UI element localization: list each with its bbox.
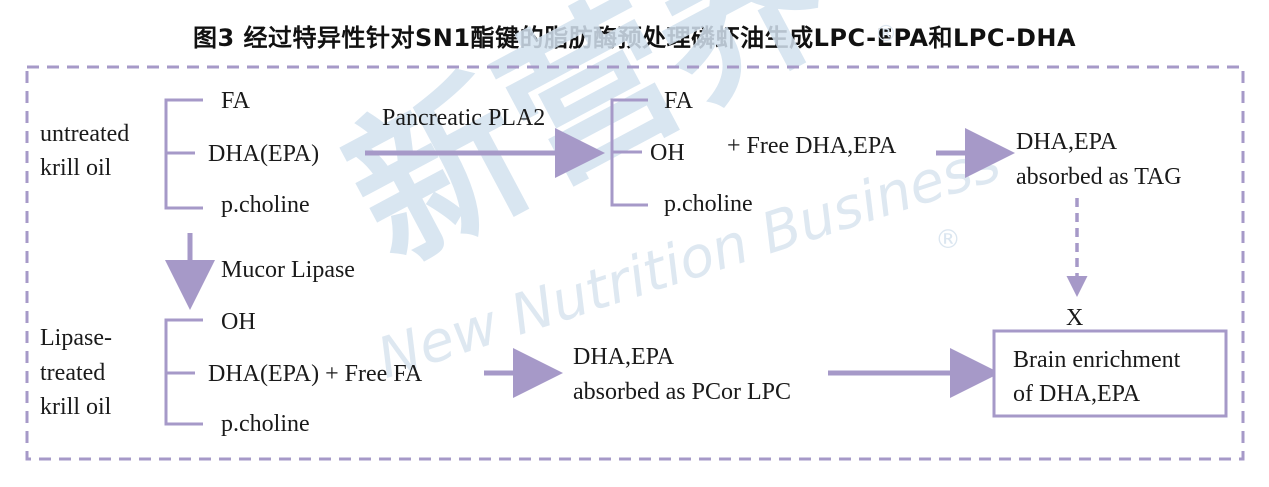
mid-pcholine: p.choline bbox=[664, 191, 753, 217]
figure-title: 图3 经过特异性针对SN1酯键的脂肪酶预处理磷虾油生成LPC-EPA和LPC-D… bbox=[192, 24, 1077, 52]
mid-fa: FA bbox=[664, 88, 693, 114]
top-pcholine: p.choline bbox=[221, 192, 310, 218]
bot-oh: OH bbox=[221, 309, 256, 335]
pc-line-1: DHA,EPA bbox=[573, 344, 675, 370]
free-dha-epa: + Free DHA,EPA bbox=[727, 133, 897, 159]
top-dha-epa: DHA(EPA) bbox=[208, 141, 320, 167]
label-untreated: untreated bbox=[40, 121, 130, 147]
tag-line-1: DHA,EPA bbox=[1016, 129, 1118, 155]
label-treated: treated bbox=[40, 360, 106, 386]
brain-enrichment-box bbox=[992, 329, 1228, 418]
bracket-pla2-product bbox=[610, 98, 648, 207]
top-fa: FA bbox=[221, 88, 250, 114]
label-lipase: Lipase- bbox=[40, 325, 112, 351]
watermark-registered-mark: ® bbox=[935, 225, 961, 255]
bot-pcholine: p.choline bbox=[221, 411, 310, 437]
label-krill-oil: krill oil bbox=[40, 155, 112, 181]
pc-line-2: absorbed as PCor LPC bbox=[573, 379, 791, 405]
outer-dashed-border bbox=[25, 65, 1245, 461]
tag-line-2: absorbed as TAG bbox=[1016, 164, 1182, 190]
mucor-lipase-label: Mucor Lipase bbox=[221, 257, 355, 283]
bracket-lipase-treated bbox=[164, 318, 203, 426]
bracket-untreated bbox=[164, 98, 203, 210]
mid-oh: OH bbox=[650, 140, 685, 166]
x-mark: X bbox=[1066, 305, 1084, 331]
label-krill-oil-2: krill oil bbox=[40, 394, 112, 420]
bot-dha-epa: DHA(EPA) + Free FA bbox=[208, 361, 423, 387]
brain-line-2: of DHA,EPA bbox=[1013, 381, 1141, 407]
pla2-label: Pancreatic PLA2 bbox=[382, 105, 546, 131]
brain-line-1: Brain enrichment bbox=[1013, 347, 1181, 373]
watermark-registered-mark-top: ® bbox=[875, 22, 897, 47]
